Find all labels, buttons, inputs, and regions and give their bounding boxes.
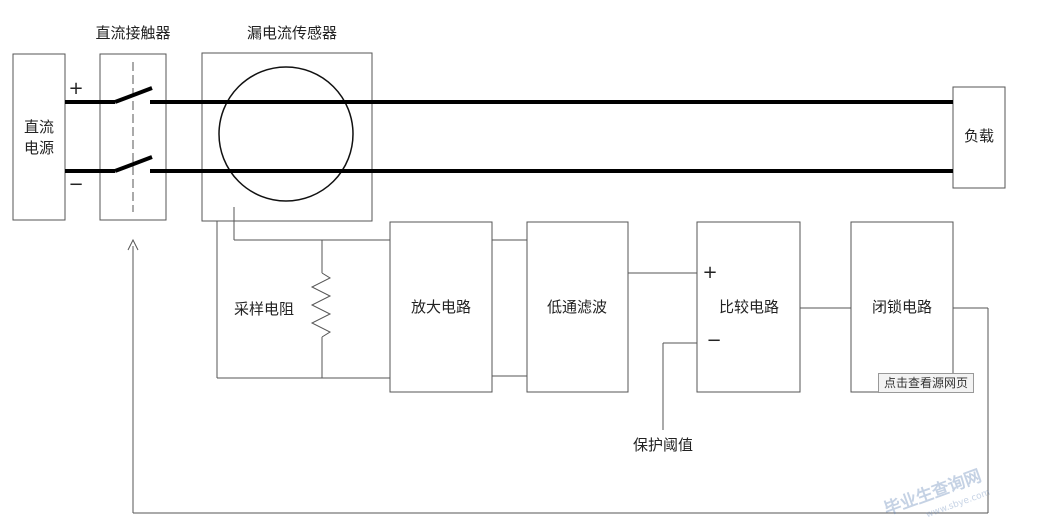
dc-source-label-line2: 电源 xyxy=(24,139,54,157)
lowpass-block: 低通滤波 xyxy=(526,221,629,393)
amplifier-label: 放大电路 xyxy=(411,298,471,316)
load-label: 负载 xyxy=(964,127,994,145)
source-plus-sign: + xyxy=(68,78,83,99)
dc-source-label-line1: 直流 xyxy=(24,118,54,136)
dc-source-block: 直流 电源 xyxy=(12,53,66,221)
dc-bus xyxy=(65,86,953,173)
sensor-label: 漏电流传感器 xyxy=(247,24,337,42)
feedback-path xyxy=(127,238,989,514)
threshold-label: 保护阈值 xyxy=(633,436,693,454)
positive-switch-blade xyxy=(114,86,153,104)
comparator-plus-sign: + xyxy=(702,262,717,283)
load-block: 负载 xyxy=(952,86,1006,189)
amplifier-block: 放大电路 xyxy=(389,221,493,393)
negative-switch-blade xyxy=(114,155,153,173)
comparator-label: 比较电路 xyxy=(719,298,779,316)
threshold-wire xyxy=(662,342,697,430)
sensor-core xyxy=(218,66,354,202)
leakage-sensor-block xyxy=(201,52,373,222)
dc-contactor-block xyxy=(99,53,167,221)
contactor-label: 直流接触器 xyxy=(95,24,170,42)
source-minus-sign: − xyxy=(68,174,83,195)
sampling-resistor-zigzag xyxy=(310,272,332,338)
comparator-block: 比较电路 xyxy=(696,221,801,393)
latch-block: 闭锁电路 xyxy=(850,221,954,393)
resistor-label: 采样电阻 xyxy=(234,300,294,318)
feedback-arrow-head xyxy=(127,238,139,251)
latch-label: 闭锁电路 xyxy=(872,298,932,316)
view-source-button[interactable]: 点击查看源网页 xyxy=(878,373,974,393)
comparator-minus-sign: − xyxy=(706,330,721,351)
lowpass-label: 低通滤波 xyxy=(547,298,607,316)
sampling-circuit xyxy=(216,207,390,379)
